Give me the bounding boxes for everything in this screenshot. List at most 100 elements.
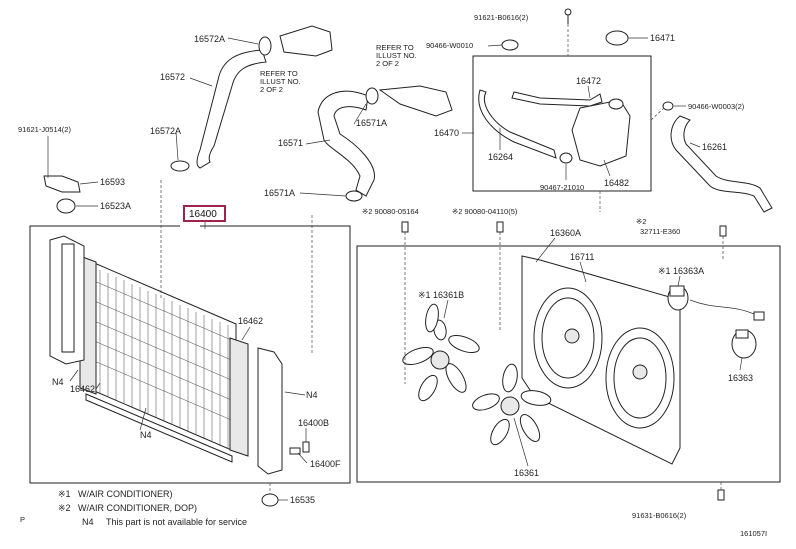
clamp-90466-top: [501, 39, 519, 51]
legend-text-3: This part is not available for service: [106, 517, 247, 527]
label-16571A-a: 16571A: [356, 118, 387, 128]
label-90466-top: 90466-W0010: [426, 41, 473, 50]
label-16470: 16470: [434, 128, 459, 138]
clamp-90466-right: [662, 101, 674, 111]
label-16482: 16482: [604, 178, 629, 188]
label-90080-05164: ※2 90080-05164: [362, 207, 419, 216]
legend-mark-3: N4: [82, 517, 94, 527]
radiator-assembly-group: [29, 180, 351, 484]
label-16471: 16471: [650, 33, 675, 43]
label-91621-top: 91621-B0616(2): [474, 13, 529, 22]
bolt-90080-04110: [496, 221, 504, 233]
part-labels: 16572A 16572 16572A 91621-J0514(2) 16593…: [18, 13, 767, 538]
right-radiator-support: [257, 347, 283, 475]
label-16535: 16535: [290, 495, 315, 505]
hose-16264: [478, 89, 557, 159]
label-16571A-b: 16571A: [264, 188, 295, 198]
label-n4-right: N4: [306, 390, 318, 400]
motor-16363A: [667, 285, 765, 321]
label-90467: 90467-21010: [540, 183, 584, 192]
label-90080-04110: ※2 90080-04110(5): [452, 207, 518, 216]
bracket-16593: [43, 175, 81, 193]
inlet-pipe: [378, 85, 453, 117]
radiator-core-fins: [91, 270, 237, 449]
diagram-id: 161057I: [740, 529, 767, 538]
label-16571: 16571: [278, 138, 303, 148]
drain-cock-plug: [302, 441, 310, 453]
label-16400F: 16400F: [310, 459, 341, 469]
refer-note-a-line3: 2 OF 2: [260, 85, 283, 94]
label-16572A-mid: 16572A: [150, 126, 181, 136]
reservoir-cap-16472: [608, 98, 624, 110]
clamp-90467: [559, 152, 573, 164]
label-16711: 16711: [570, 252, 594, 262]
legend-mark-1: ※1: [58, 489, 71, 499]
refer-note-a-line1: REFER TO: [260, 69, 298, 78]
refer-note-b-line2: ILLUST NO.: [376, 51, 417, 60]
reservoir-tank-16470: [571, 99, 631, 167]
radiator-bottom-strip: [85, 393, 233, 463]
fan-16361B: [402, 303, 480, 402]
label-16572A-top: 16572A: [194, 34, 225, 44]
label-n4-left: N4: [52, 377, 64, 387]
label-16462-right: 16462: [238, 316, 263, 326]
label-16261: 16261: [702, 142, 727, 152]
legend-text-1: W/AIR CONDITIONER): [78, 489, 173, 499]
label-90466-right: 90466-W0003(2): [688, 102, 745, 111]
bolt-90080-05164: [401, 221, 409, 233]
clamp-16571A-b: [345, 190, 363, 202]
refer-note-a-line2: ILLUST NO.: [260, 77, 301, 86]
hose-16571: [317, 90, 375, 197]
legend-mark-2: ※2: [58, 503, 71, 513]
label-91621-left: 91621-J0514(2): [18, 125, 71, 134]
label-16523A: 16523A: [100, 201, 131, 211]
corner-mark: P: [20, 515, 25, 524]
reservoir-frame: [472, 55, 652, 192]
reservoir-group: [462, 8, 652, 212]
drain-cock: [289, 447, 301, 455]
fan-assembly-group: [356, 221, 781, 501]
label-16363A: ※1 16363A: [658, 266, 704, 276]
label-16572: 16572: [160, 72, 185, 82]
clamp-16572A-mid: [170, 160, 190, 172]
highlight-16400: [183, 205, 226, 222]
label-16400[interactable]: 16400: [189, 209, 217, 220]
label-16593: 16593: [100, 177, 125, 187]
refer-note-b-line1: REFER TO: [376, 43, 414, 52]
label-16361B: ※1 16361B: [418, 290, 464, 300]
label-32711-mark: ※2: [636, 217, 646, 226]
label-16360A: 16360A: [550, 228, 581, 238]
label-16361: 16361: [514, 468, 539, 478]
cushion-16523A: [56, 198, 76, 214]
grommet-16535: [261, 493, 279, 507]
overflow-hose-16261: [670, 115, 773, 213]
legend: ※1 W/AIR CONDITIONER) ※2 W/AIR CONDITION…: [58, 489, 247, 527]
radiator-hoses: [43, 25, 453, 214]
hose-16472: [511, 91, 603, 107]
label-16264: 16264: [488, 152, 513, 162]
radiator-cap-16471: [605, 30, 629, 46]
motor-16363: [731, 329, 757, 359]
label-16400B: 16400B: [298, 418, 329, 428]
left-seal: [61, 243, 75, 353]
radiator-frame: [29, 225, 351, 484]
clamp-16571A-a: [365, 87, 379, 105]
outlet-pipe: [279, 25, 333, 57]
refer-note-b-line3: 2 OF 2: [376, 59, 399, 68]
legend-text-2: W/AIR CONDITIONER, DOP): [78, 503, 197, 513]
overflow-hose-group: [650, 101, 773, 213]
label-32711: 32711-E360: [640, 227, 680, 236]
label-16472: 16472: [576, 76, 601, 86]
label-16462-left: 16462: [70, 384, 95, 394]
fan-frame: [356, 245, 781, 483]
fan-16361: [472, 363, 552, 446]
radiator-right-tank: [229, 337, 249, 457]
label-91631: 91631-B0616(2): [632, 511, 687, 520]
clamp-16572A-top: [258, 36, 272, 56]
hose-16572: [196, 49, 267, 169]
label-n4-bottom: N4: [140, 430, 152, 440]
label-16363: 16363: [728, 373, 753, 383]
clip-32711: [719, 225, 727, 237]
bolt-91631: [717, 489, 725, 501]
